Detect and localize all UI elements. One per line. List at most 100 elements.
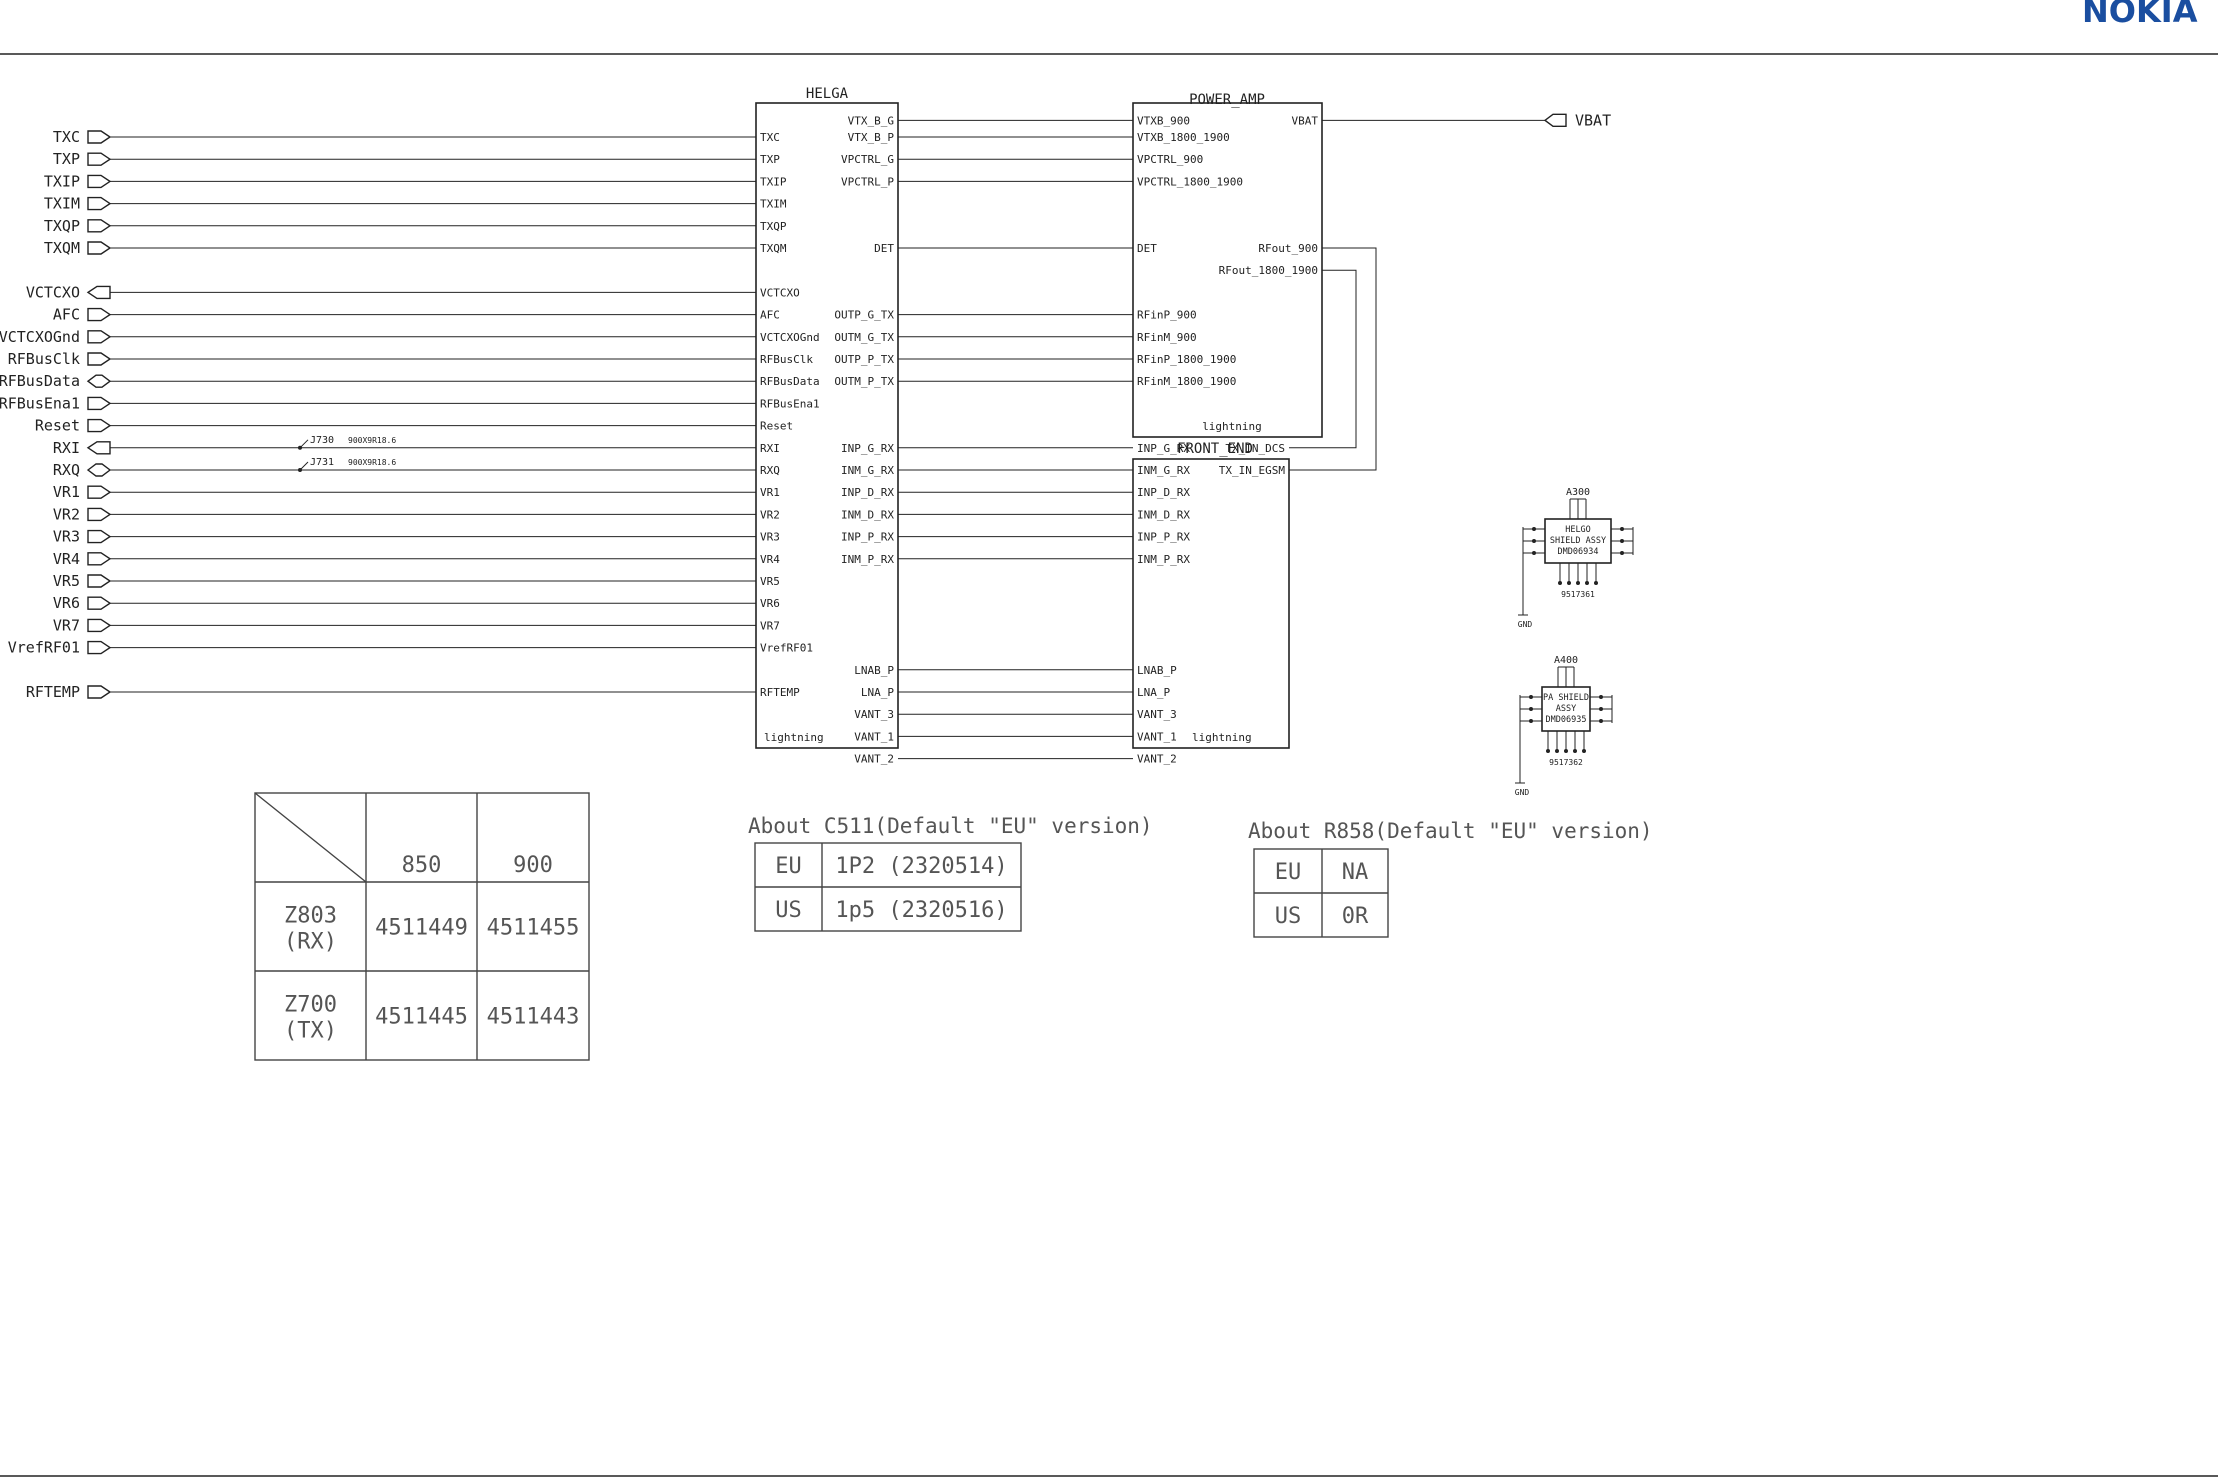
helga-title: HELGA <box>806 86 849 102</box>
shield-dot <box>1573 749 1577 753</box>
helga-pin-lna-p: LNA_P <box>861 686 894 699</box>
shield-ref: A400 <box>1554 655 1578 666</box>
shield-text: DMD06935 <box>1546 715 1587 725</box>
helga-pin-vtx-b-p: VTX_B_P <box>848 131 895 144</box>
pa-pin-vpctrl-1800-1900: VPCTRL_1800_1900 <box>1137 175 1243 188</box>
shield-dot <box>1567 581 1571 585</box>
helga-pin-txim: TXIM <box>760 198 787 211</box>
helga-pin-outm-p-tx: OUTM_P_TX <box>834 375 894 388</box>
table-cell: EU <box>775 854 802 879</box>
fe-pin-vant-3: VANT_3 <box>1137 708 1177 721</box>
port-label-vr3: VR3 <box>53 528 80 546</box>
port-connector-vr4 <box>87 552 112 566</box>
port-label-txqp: TXQP <box>44 217 80 235</box>
table-cell: EU <box>1275 860 1302 885</box>
fe-pin-tx-in-dcs: TX_IN_DCS <box>1225 442 1285 455</box>
table-border <box>254 792 590 1061</box>
nokia-logo: NOKIA <box>2082 0 2198 30</box>
pa-pin-vbat: VBAT <box>1292 114 1319 127</box>
table-row-label: (TX) <box>284 1019 337 1044</box>
shield-dot <box>1529 719 1533 723</box>
front-end-title: FRONT_END <box>1177 441 1253 457</box>
port-label-txp: TXP <box>53 150 80 168</box>
port-connector-vr1 <box>87 485 112 499</box>
shield-dot <box>1620 527 1624 531</box>
shield-text: PA SHIELD <box>1543 693 1589 703</box>
port-label-txim: TXIM <box>44 195 80 213</box>
testpoint-ref: J730 <box>310 435 334 446</box>
shield-text: SHIELD ASSY <box>1550 536 1606 546</box>
helga-pin-vtx-b-g: VTX_B_G <box>848 114 894 127</box>
helga-pin-vant-1: VANT_1 <box>854 730 894 743</box>
interconnect-wires: VBAT <box>898 111 1611 760</box>
power-amp-footer: lightning <box>1202 420 1262 433</box>
port-label-vr7: VR7 <box>53 616 80 634</box>
table-row-label: Z803 <box>284 904 337 929</box>
fe-pin-inm-g-rx: INM_G_RX <box>1137 464 1190 477</box>
port-label-vrefrf01: VrefRF01 <box>8 639 80 657</box>
pa-pin-rfout-900: RFout_900 <box>1258 242 1318 255</box>
helga-pin-txip: TXIP <box>760 175 787 188</box>
helga-pin-txqm: TXQM <box>760 242 787 255</box>
rfout-1800-net <box>1289 269 1357 449</box>
port-connector-vrefrf01 <box>87 640 112 655</box>
port-connector-rfbusdata <box>86 374 112 388</box>
table-cell: 4511445 <box>375 1005 468 1030</box>
front-end-block: FRONT_ENDINP_G_RXINM_G_RXINP_D_RXINM_D_R… <box>1132 441 1290 766</box>
port-connector-vr6 <box>87 596 112 610</box>
gnd-label: GND <box>1518 620 1533 629</box>
port-connector-vr5 <box>87 574 112 588</box>
port-label-rfbusdata: RFBusData <box>0 372 80 390</box>
helga-pin-vctcxognd: VCTCXOGnd <box>760 331 820 344</box>
table-header-cell: 900 <box>513 853 553 878</box>
helga-pin-outp-p-tx: OUTP_P_TX <box>834 353 894 366</box>
left-port-group: TXCTXPTXIPTXIMTXQPTXQMVCTCXOAFCVCTCXOGnd… <box>0 128 756 701</box>
table-title: About C511(Default "EU" version) <box>748 814 1153 838</box>
shield-dot <box>1620 551 1624 555</box>
fe-pin-vant-1: VANT_1 <box>1137 730 1177 743</box>
helga-block: HELGATXCTXPTXIPTXIMTXQPTXQMVCTCXOAFCVCTC… <box>755 86 899 766</box>
table-cell: 4511449 <box>375 916 468 941</box>
fe-pin-inp-d-rx: INP_D_RX <box>1137 486 1190 499</box>
helga-pin-txqp: TXQP <box>760 220 787 233</box>
table-cell: 0R <box>1342 904 1369 929</box>
vbat-port-label: VBAT <box>1575 111 1611 129</box>
port-connector-afc <box>87 307 112 322</box>
table-title: About R858(Default "EU" version) <box>1248 819 1653 843</box>
port-label-vr4: VR4 <box>53 550 80 568</box>
shield-dot <box>1532 527 1536 531</box>
testpoint-dot <box>298 468 302 472</box>
vbat-connector <box>1543 113 1567 128</box>
port-label-rxi: RXI <box>53 439 80 457</box>
helga-pin-inp-g-rx: INP_G_RX <box>841 442 894 455</box>
port-label-txqm: TXQM <box>44 239 80 257</box>
helga-footer: lightning <box>764 731 824 744</box>
shield-dot <box>1576 581 1580 585</box>
port-connector-rxq <box>86 463 112 477</box>
shield-dot <box>1558 581 1562 585</box>
pa-pin-rfinm-1800-1900: RFinM_1800_1900 <box>1137 375 1236 388</box>
port-label-vr1: VR1 <box>53 483 80 501</box>
rfout-900-net <box>1289 247 1377 471</box>
pa-pin-vpctrl-900: VPCTRL_900 <box>1137 153 1203 166</box>
port-label-rfbusena1: RFBusEna1 <box>0 394 80 412</box>
helga-pin-inm-g-rx: INM_G_RX <box>841 464 894 477</box>
fe-pin-inp-p-rx: INP_P_RX <box>1137 531 1190 544</box>
shield-dot <box>1599 707 1603 711</box>
shield-dot <box>1532 539 1536 543</box>
port-connector-txqm <box>87 241 112 255</box>
table-cell: US <box>1275 904 1302 929</box>
port-connector-rftemp <box>87 685 112 699</box>
front-end-footer: lightning <box>1192 731 1252 744</box>
table-cell: 1p5 (2320516) <box>835 898 1007 923</box>
port-connector-txim <box>87 196 112 211</box>
shield-dot <box>1582 749 1586 753</box>
fe-pin-vant-2: VANT_2 <box>1137 753 1177 766</box>
shield-dot <box>1529 695 1533 699</box>
helga-pin-vant-2: VANT_2 <box>854 753 894 766</box>
port-label-rfbusclk: RFBusClk <box>8 350 80 368</box>
port-connector-rxi <box>86 441 111 455</box>
table-cell: 4511455 <box>487 916 580 941</box>
